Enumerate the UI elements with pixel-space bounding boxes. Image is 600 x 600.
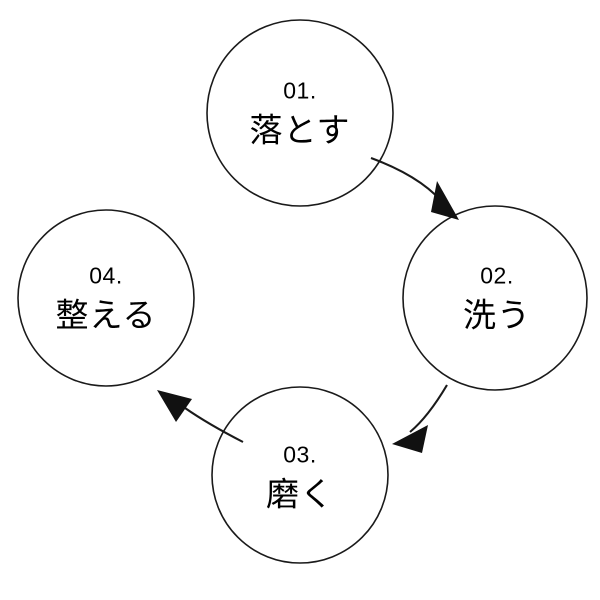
node-index-03: 03. <box>283 441 317 468</box>
node-label-04: 04. 整える <box>55 262 157 334</box>
arrow-01-to-02-head <box>431 181 459 220</box>
arrow-03-to-04-path <box>184 407 244 443</box>
arrow-02-to-03 <box>392 384 448 453</box>
node-circle-04[interactable] <box>17 209 195 387</box>
arrow-02-to-03-head <box>392 425 428 453</box>
arrow-02-to-03-path <box>409 384 448 433</box>
arrow-03-to-04 <box>157 390 244 443</box>
node-label-02: 02. 洗う <box>463 262 531 334</box>
node-label-01: 01. 落とす <box>249 77 351 149</box>
node-circle-02[interactable] <box>402 205 588 391</box>
node-index-02: 02. <box>480 262 514 289</box>
node-text-01: 落とす <box>249 111 351 149</box>
node-index-04: 04. <box>89 262 123 289</box>
arrow-03-to-04-head <box>157 390 192 422</box>
node-text-03: 磨く <box>266 475 334 513</box>
node-text-02: 洗う <box>463 296 531 334</box>
arrow-01-to-02 <box>370 157 459 220</box>
node-circle-03[interactable] <box>211 386 389 564</box>
node-circle-01[interactable] <box>206 19 394 207</box>
node-text-04: 整える <box>55 296 157 334</box>
node-label-03: 03. 磨く <box>266 441 334 513</box>
node-index-01: 01. <box>283 77 317 104</box>
